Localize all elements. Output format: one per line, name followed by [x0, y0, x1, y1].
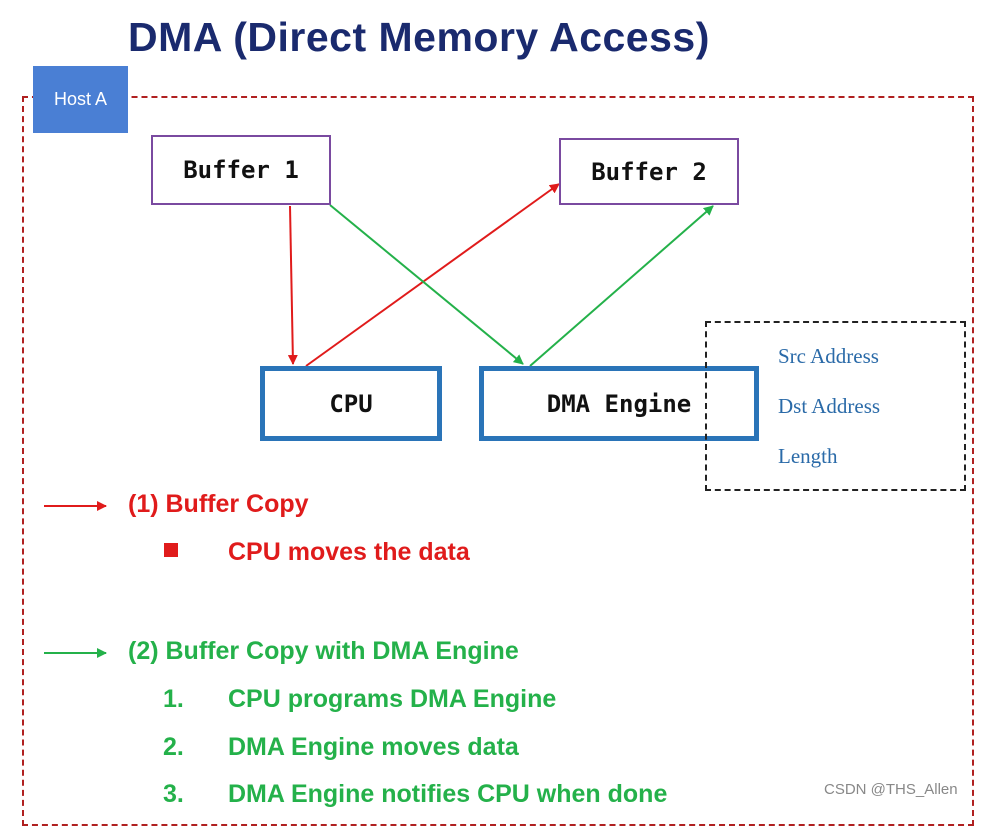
- diagram-arrows: [44, 183, 714, 658]
- watermark: CSDN @THS_Allen: [824, 781, 958, 798]
- legend-dma-copy-title: (2) Buffer Copy with DMA Engine: [128, 637, 519, 665]
- register-src-address: Src Address: [778, 344, 879, 368]
- legend-buffer-copy-item: CPU moves the data: [228, 538, 470, 566]
- bullet-square-icon: [164, 543, 178, 557]
- cpu-box: CPU: [260, 366, 442, 441]
- page-title: DMA (Direct Memory Access): [128, 14, 710, 60]
- legend-step-number: 3.: [163, 780, 184, 808]
- legend-buffer-copy-title: (1) Buffer Copy: [128, 490, 309, 518]
- legend-step-number: 1.: [163, 685, 184, 713]
- legend-step-text: DMA Engine moves data: [228, 733, 519, 761]
- legend-step-number: 2.: [163, 733, 184, 761]
- register-dst-address: Dst Address: [778, 394, 881, 418]
- buffer-2-box: Buffer 2: [559, 138, 739, 205]
- buffer-1-box: Buffer 1: [151, 135, 331, 205]
- arrow-dma-to-buffer2: [529, 205, 714, 367]
- arrow-buffer1-to-dma: [329, 204, 524, 365]
- legend-step-text: DMA Engine notifies CPU when done: [228, 780, 668, 808]
- arrow-cpu-to-buffer2: [305, 183, 560, 367]
- host-label: Host A: [33, 66, 128, 133]
- arrow-buffer1-to-cpu: [287, 205, 298, 365]
- register-length: Length: [778, 444, 838, 468]
- legend-step-text: CPU programs DMA Engine: [228, 685, 557, 713]
- dma-registers-box: [705, 321, 966, 491]
- dma-engine-box: DMA Engine: [479, 366, 759, 441]
